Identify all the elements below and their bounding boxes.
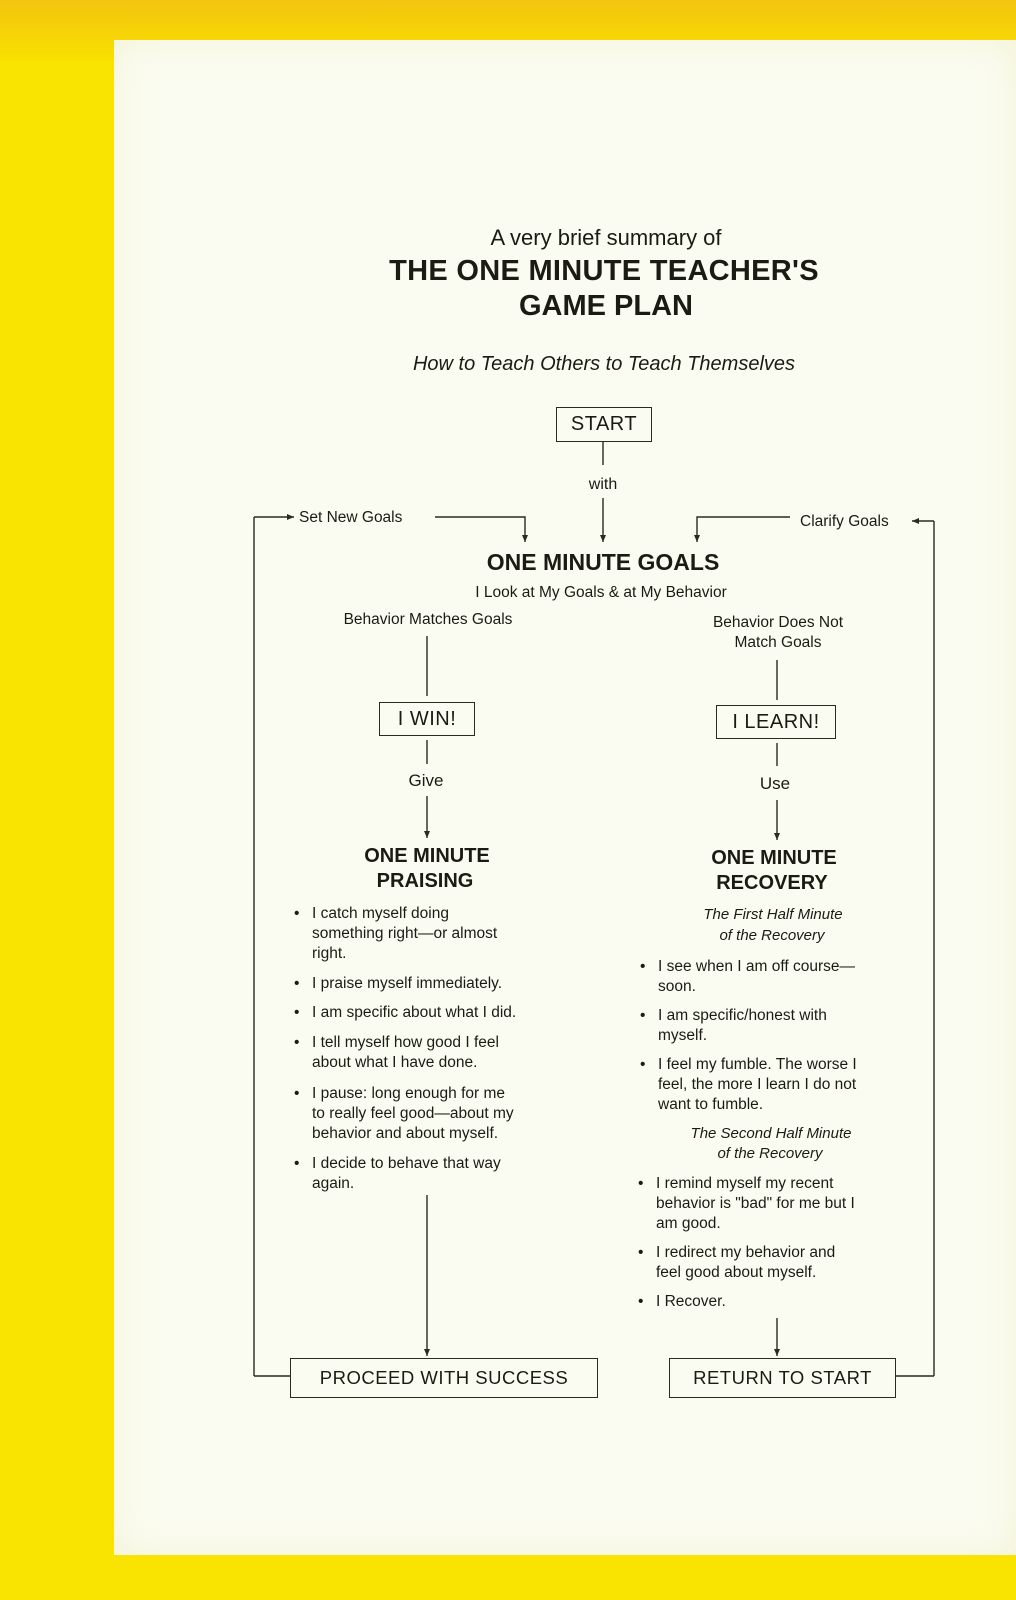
praising-item-5-line3: behavior and about myself. [312, 1125, 499, 1142]
kicker-text: A very brief summary of [490, 225, 722, 250]
start-box: START [556, 407, 652, 442]
bullet-dot: • [294, 1155, 300, 1172]
goals-title: ONE MINUTE GOALS [486, 549, 720, 575]
bullet-dot: • [640, 958, 646, 975]
praising-item-6: • I decide to behave that way again. [294, 1154, 501, 1194]
behavior-not-match-line1: Behavior Does Not [712, 614, 844, 631]
bullet-dot: • [640, 1007, 646, 1024]
bullet-dot: • [638, 1293, 644, 1310]
praising-item-2: • I praise myself immediately. [294, 974, 503, 994]
praising-item-5: • I pause: long enough for me to really … [294, 1084, 514, 1144]
set-new-goals-arrow [435, 516, 528, 542]
recovery-title-line1: ONE MINUTE [711, 847, 837, 869]
praising-item-4-line1: I tell myself how good I feel [312, 1034, 499, 1051]
bullet-dot: • [294, 1085, 300, 1102]
recovery-item-1: • I see when I am off course— soon. [640, 957, 856, 997]
start-label: START [570, 413, 638, 435]
recovery-item-3-line1: I feel my fumble. The worse I [658, 1056, 857, 1073]
behavior-not-match-line2: Match Goals [734, 634, 822, 651]
recovery-item-3: • I feel my fumble. The worse I feel, th… [640, 1055, 857, 1115]
praising-item-5-line2: to really feel good—about my [312, 1105, 514, 1122]
win-box: I WIN! [379, 702, 475, 736]
bullet-dot: • [294, 1034, 300, 1051]
second-half-heading-line1: The Second Half Minute [690, 1125, 852, 1142]
return-box: RETURN TO START [669, 1358, 896, 1398]
behavior-matches-label: Behavior Matches Goals [343, 611, 513, 628]
praising-item-3: • I am specific about what I did. [294, 1003, 517, 1023]
learn-box: I LEARN! [716, 705, 836, 739]
praising-item-1-line2: something right—or almost [312, 925, 498, 942]
recovery-item-5: • I redirect my behavior and feel good a… [638, 1243, 836, 1283]
recovery-item-1-line1: I see when I am off course— [658, 958, 856, 975]
recovery-title-line2: RECOVERY [716, 872, 828, 894]
praising-item-3-line1: I am specific about what I did. [312, 1004, 517, 1021]
win-label: I WIN! [397, 707, 457, 730]
give-label: Give [408, 771, 444, 790]
recovery-item-2-line2: myself. [658, 1027, 708, 1044]
recovery-item-4-line1: I remind myself my recent [656, 1175, 834, 1192]
recovery-item-2: • I am specific/honest with myself. [640, 1006, 827, 1046]
praising-item-2-line1: I praise myself immediately. [312, 975, 503, 992]
praising-item-1-line1: I catch myself doing [312, 905, 449, 922]
subtitle: How to Teach Others to Teach Themselves [412, 353, 796, 375]
book-page [114, 40, 1016, 1555]
use-label: Use [759, 774, 791, 793]
praising-item-6-line2: again. [312, 1175, 355, 1192]
recovery-item-2-line1: I am specific/honest with [658, 1007, 827, 1024]
praising-item-4: • I tell myself how good I feel about wh… [294, 1033, 499, 1073]
bullet-dot: • [294, 905, 300, 922]
recovery-item-3-line2: feel, the more I learn I do not [658, 1076, 857, 1093]
page-title-line2: GAME PLAN [519, 290, 693, 322]
first-half-heading-line2: of the Recovery [719, 927, 825, 944]
praising-item-4-line2: about what I have done. [312, 1054, 478, 1071]
recovery-item-1-line2: soon. [658, 978, 696, 995]
praising-item-6-line1: I decide to behave that way [312, 1155, 501, 1172]
clarify-goals-label: Clarify Goals [800, 513, 889, 530]
recovery-item-6: • I Recover. [638, 1292, 726, 1312]
clarify-goals-arrow [694, 516, 790, 542]
return-label: RETURN TO START [693, 1367, 872, 1388]
recovery-item-3-line3: want to fumble. [658, 1096, 764, 1113]
recovery-item-4-line3: am good. [656, 1215, 721, 1232]
page-title-line1: THE ONE MINUTE TEACHER'S [389, 255, 819, 287]
recovery-item-4-line2: behavior is "bad" for me but I [656, 1195, 855, 1212]
with-label: with [588, 476, 618, 493]
proceed-box: PROCEED WITH SUCCESS [290, 1358, 598, 1398]
bullet-dot: • [294, 975, 300, 992]
goals-subtitle: I Look at My Goals & at My Behavior [475, 584, 727, 601]
recovery-item-4: • I remind myself my recent behavior is … [638, 1174, 855, 1234]
bullet-dot: • [638, 1244, 644, 1261]
recovery-item-5-line2: feel good about myself. [656, 1264, 817, 1281]
praising-item-5-line1: I pause: long enough for me [312, 1085, 506, 1102]
praising-item-1-line3: right. [312, 945, 347, 962]
praising-title-line2: PRAISING [376, 870, 474, 892]
praising-item-1: • I catch myself doing something right—o… [294, 904, 498, 964]
proceed-label: PROCEED WITH SUCCESS [319, 1367, 569, 1388]
recovery-item-5-line1: I redirect my behavior and [656, 1244, 836, 1261]
second-half-heading-line2: of the Recovery [717, 1145, 823, 1162]
first-half-heading-line1: The First Half Minute [703, 906, 843, 923]
set-new-goals-label: Set New Goals [299, 509, 403, 526]
praising-title-line1: ONE MINUTE [364, 845, 490, 867]
bullet-dot: • [640, 1056, 646, 1073]
learn-label: I LEARN! [732, 710, 820, 733]
bullet-dot: • [638, 1175, 644, 1192]
bullet-dot: • [294, 1004, 300, 1021]
recovery-item-6-line1: I Recover. [656, 1293, 726, 1310]
